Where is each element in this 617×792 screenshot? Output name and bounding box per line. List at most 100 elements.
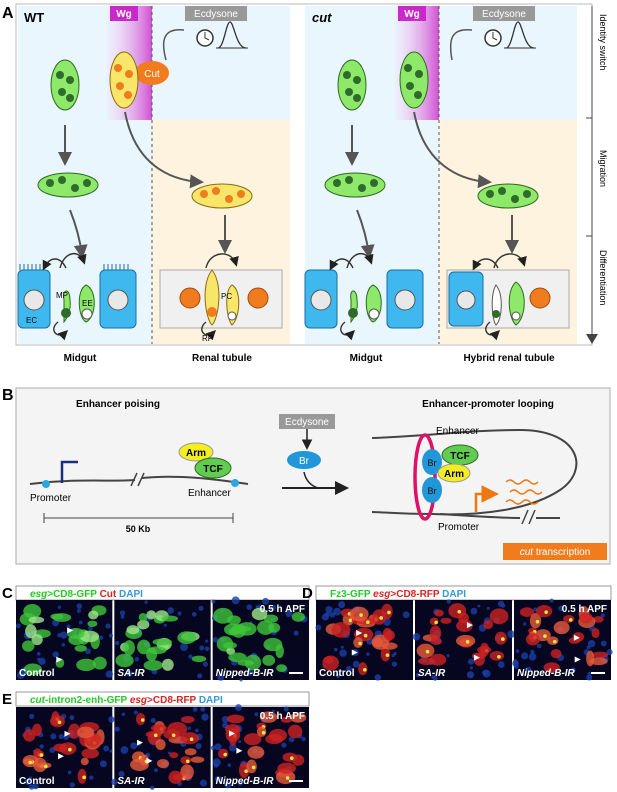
cut-identity-bg	[439, 6, 577, 120]
arrowhead-icon	[146, 757, 153, 764]
panel-d: D Fz3-GFP esg>CD8-RFP DAPI Control SA-IR Ni…	[302, 585, 613, 681]
promoter-icon	[60, 460, 78, 483]
micrograph-nipped-b-ir: Nipped-B-IR0.5 h APF	[512, 598, 613, 681]
cut-wg-text: Wg	[404, 9, 420, 20]
arrowhead-icon	[228, 730, 235, 737]
wt-ecdysone-text: Ecdysone	[194, 9, 238, 20]
condition-label: SA-IR	[117, 668, 145, 679]
arm-protein	[178, 442, 214, 462]
arrowhead-icon	[466, 622, 473, 629]
renal-tubule-epithelium	[159, 253, 283, 341]
cut-transcription-box	[503, 543, 607, 560]
migrating-cluster	[324, 172, 386, 198]
renal-progenitor-cluster	[109, 51, 139, 109]
arrowhead-icon	[136, 739, 143, 746]
ecdysone-pulse-icon	[505, 21, 535, 49]
migrating-cluster	[37, 172, 99, 198]
br-bound-1	[422, 449, 442, 475]
label-identity-switch: Identity switch	[598, 14, 608, 71]
micrograph-sa-ir: SA-IR	[412, 599, 516, 681]
cohesin-ring	[413, 433, 437, 521]
micrograph-sa-ir: SA-IR	[111, 706, 211, 790]
clock-icon	[484, 29, 502, 47]
promoter-label-left: Promoter	[30, 493, 72, 504]
arm-bound	[437, 463, 471, 483]
wt-label: WT	[24, 10, 44, 25]
cut-label: cut	[312, 10, 332, 25]
arrowhead-icon	[573, 634, 580, 641]
cut-ecdysone-text: Ecdysone	[482, 9, 526, 20]
label-migration: Migration	[598, 150, 608, 187]
cut-bubble-text: Cut	[144, 69, 160, 80]
panel-d-letter: D	[302, 585, 313, 602]
hybrid-renal-tubule	[446, 253, 570, 341]
scale-label: 50 Kb	[126, 524, 151, 534]
arm-label: Arm	[186, 448, 206, 459]
br-label: Br	[299, 456, 310, 467]
label-hybrid-renal-tubule: Hybrid renal tubule	[463, 353, 555, 364]
promoter-dot	[42, 480, 50, 488]
migrating-renal-cluster	[191, 183, 253, 209]
condition-label: Control	[319, 668, 355, 679]
micrograph-control: Control	[16, 707, 115, 790]
enhancer-label-left: Enhancer	[188, 488, 231, 499]
timepoint-label: 0.5 h APF	[260, 711, 305, 722]
br-protein	[287, 451, 321, 469]
panel-c-letter: C	[2, 585, 13, 602]
clock-icon	[196, 29, 214, 47]
label-renal-tubule: Renal tubule	[192, 353, 252, 364]
label-ee: EE	[82, 299, 93, 308]
enhancer-poising-title: Enhancer poising	[76, 399, 160, 410]
transcript-wave	[505, 499, 539, 505]
enhancer-dot	[231, 479, 239, 487]
label-pc: PC	[221, 292, 232, 301]
wt-wg-text: Wg	[116, 9, 132, 20]
br-label-2: Br	[428, 486, 437, 496]
ecdysone-pulse-icon	[217, 21, 247, 49]
side-axis-arrow	[586, 334, 598, 344]
arrowhead-icon	[236, 747, 243, 754]
cut-wg-tag	[398, 6, 426, 21]
arrowhead-icon	[356, 630, 363, 637]
br-label-1: Br	[428, 458, 437, 468]
ecdysone-label-b: Ecdysone	[285, 417, 329, 428]
micrograph-nipped-b-ir: Nipped-B-IR 0.5 h APF	[210, 704, 309, 789]
label-rp: RP	[202, 334, 213, 343]
label-midgut-cut: Midgut	[350, 353, 383, 364]
migrating-cluster	[477, 183, 539, 209]
timepoint-label: 0.5 h APF	[260, 604, 305, 615]
progenitor-cluster	[337, 59, 367, 111]
condition-label: Control	[19, 668, 55, 679]
stain-legend: Fz3-GFP esg>CD8-RFP DAPI	[330, 589, 466, 600]
transcription-arrow	[474, 485, 499, 512]
midgut-epithelium	[17, 253, 137, 341]
wt-ecdysone-tag	[185, 6, 247, 21]
arrowhead-icon	[58, 753, 65, 760]
tcf-label: TCF	[203, 464, 222, 475]
promoter-label-right: Promoter	[438, 522, 480, 533]
condition-label: SA-IR	[117, 776, 145, 787]
stain-legend: cut-intron2-enh-GFP esg>CD8-RFP DAPI	[30, 695, 223, 706]
transcript-wave	[509, 489, 543, 495]
tcf-label-bound: TCF	[450, 451, 469, 462]
panel-b-letter: B	[2, 387, 14, 404]
legend-bar	[15, 691, 310, 707]
enhancer-label-right: Enhancer	[436, 426, 479, 437]
condition-label: Nipped-B-IR	[216, 776, 275, 787]
cut-transcription-text: cut transcription	[520, 547, 591, 558]
cut-ecdysone-arrow	[449, 29, 473, 61]
progenitor-cluster	[399, 51, 429, 109]
panel-e-letter: E	[2, 691, 12, 708]
wt-ecdysone-arrow	[162, 29, 185, 61]
micrograph-nipped-b-ir: Nipped-B-IR0.5 h APF	[211, 596, 309, 682]
looping-title: Enhancer-promoter looping	[422, 399, 554, 410]
transcript-wave	[505, 479, 539, 485]
timepoint-label: 0.5 h APF	[562, 604, 607, 615]
arrowhead-icon	[67, 627, 74, 634]
condition-label: SA-IR	[418, 668, 446, 679]
arrowhead-icon	[473, 654, 480, 661]
wt-wg-tag	[110, 6, 138, 21]
br-bound-2	[422, 477, 442, 503]
